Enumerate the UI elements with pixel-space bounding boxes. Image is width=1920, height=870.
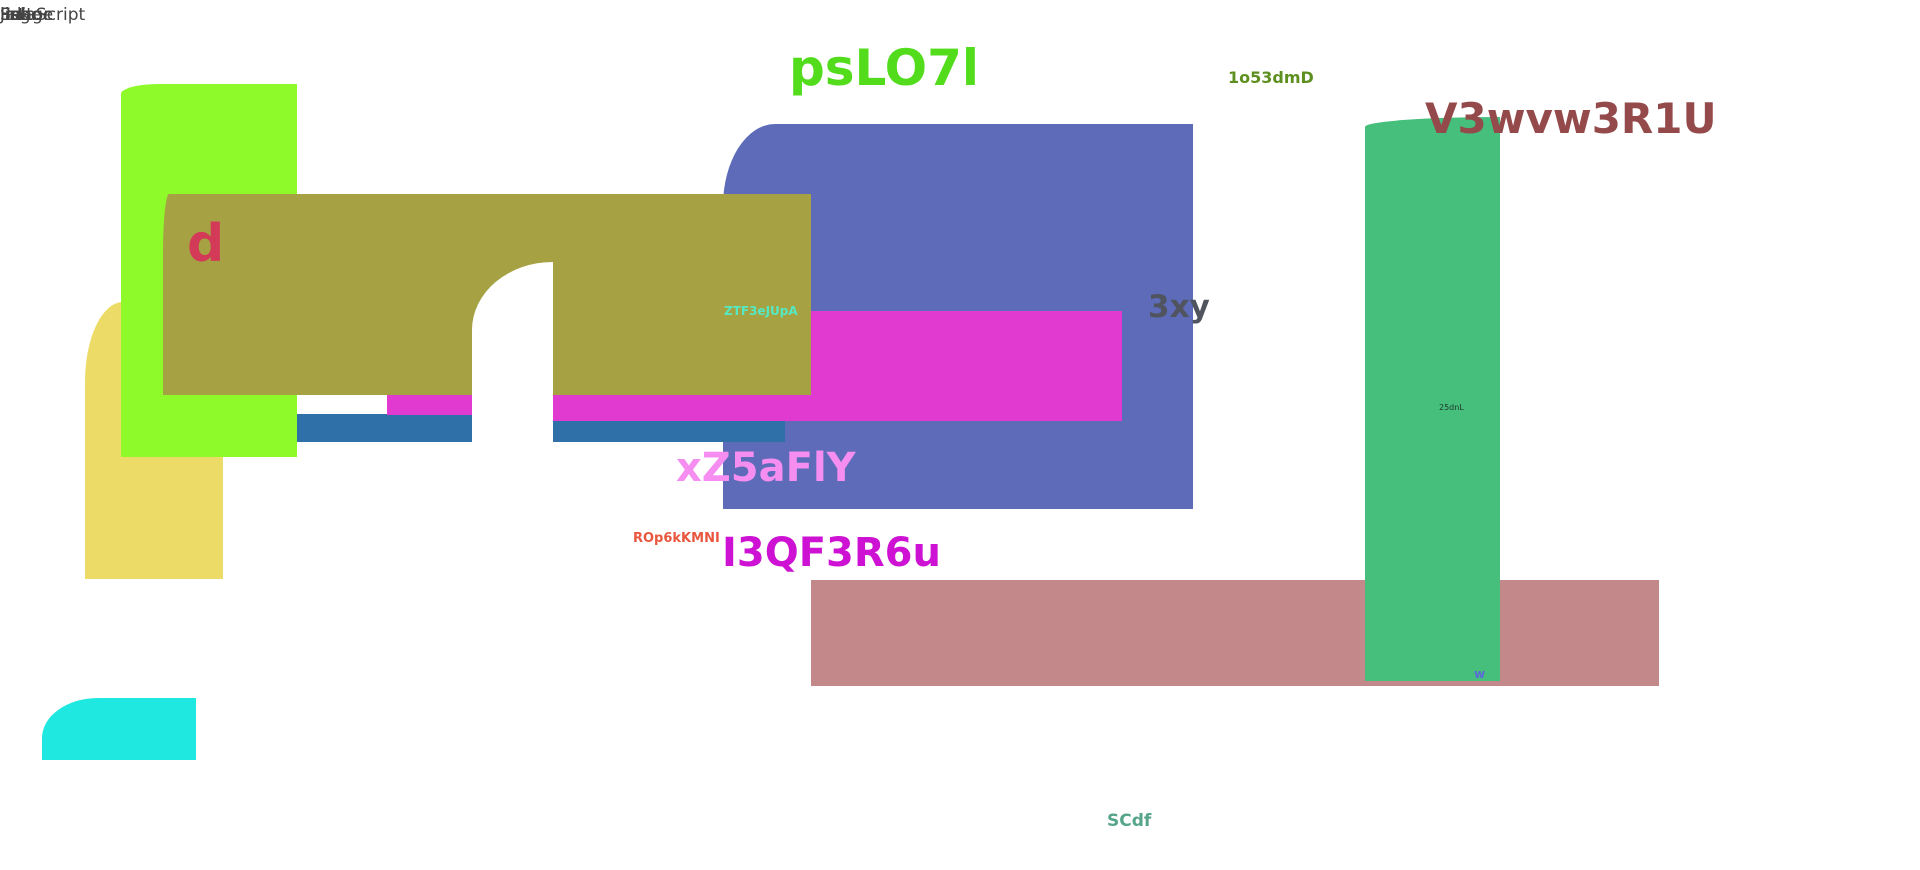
rose-block	[811, 580, 1659, 686]
label-scdf: SCdf	[1107, 811, 1152, 831]
label-1o53dmd: 1o53dmD	[1228, 68, 1314, 87]
green-column	[1365, 117, 1500, 681]
label-3xy: 3xy	[1148, 289, 1210, 325]
corner-word: JavaScript	[0, 5, 86, 25]
corner-word-stack: JavaScript Image Page list Editor Set li…	[0, 7, 90, 27]
label-d: d	[187, 214, 225, 274]
corner-word: Set	[0, 5, 28, 25]
label-pslo7l: psLO7l	[789, 39, 980, 97]
magenta-strip-left	[387, 395, 472, 415]
corner-word: link	[0, 5, 31, 25]
corner-word: list	[0, 5, 25, 25]
cyan-block	[42, 698, 196, 760]
label-v3wvw3r1u: V3wvw3R1U	[1425, 94, 1717, 143]
label-rop6kkmni: ROp6kKMNI	[633, 531, 720, 546]
white-arch-notch	[472, 262, 553, 442]
steel-bar-left	[297, 414, 472, 442]
label-ztf3ejupa: ZTF3eJUpA	[724, 304, 798, 318]
label-w: w	[1474, 667, 1486, 681]
corner-word: Editor	[0, 5, 51, 25]
label-xz5afly: xZ5aFlY	[676, 445, 856, 491]
corner-word: Image	[0, 5, 54, 25]
label-25dnl: 25dnL	[1439, 403, 1464, 412]
corner-word: Page	[0, 5, 42, 25]
label-i3qf3r6u: I3QF3R6u	[722, 530, 941, 576]
